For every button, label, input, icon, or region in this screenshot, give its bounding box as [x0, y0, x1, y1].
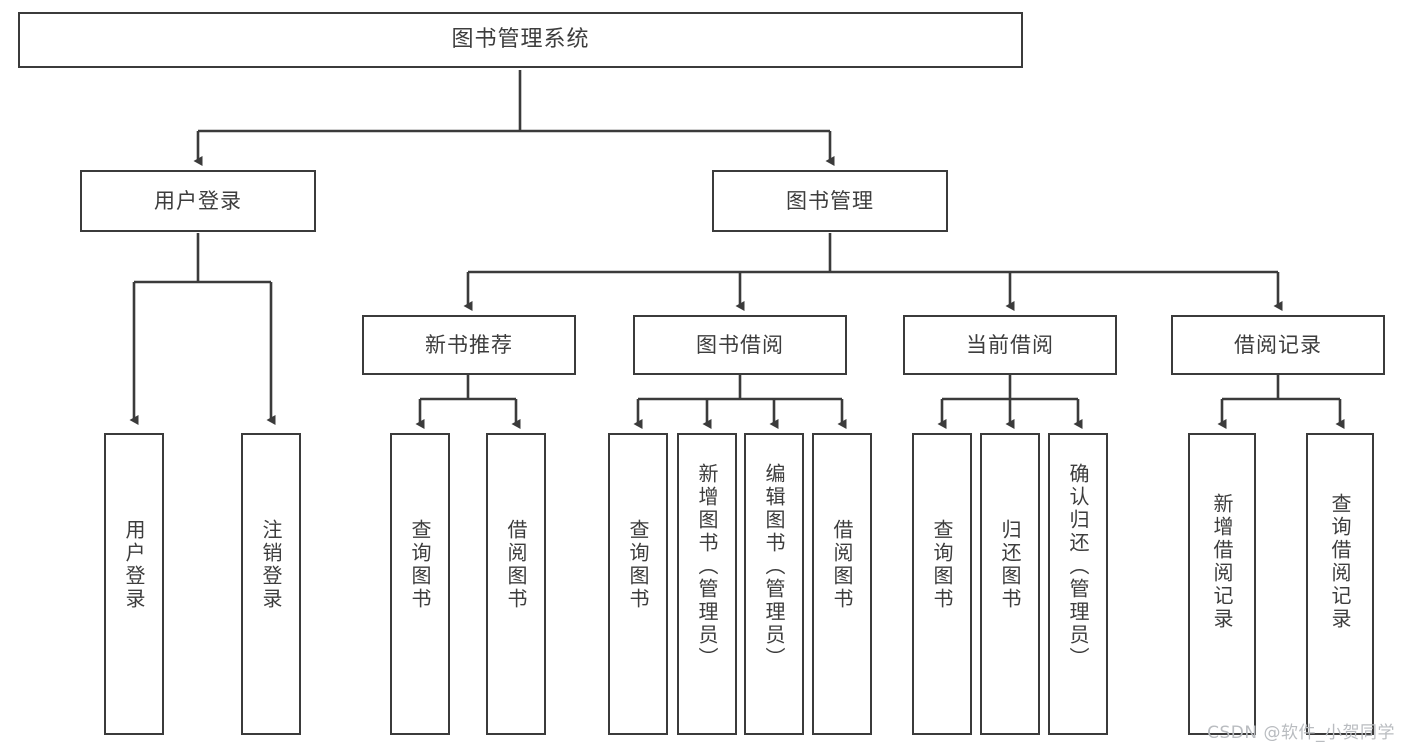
node-label: 新书推荐 — [425, 332, 513, 357]
node-current-borrow[interactable]: 当前借阅 — [903, 315, 1117, 375]
node-leaf-lend-book[interactable]: 借阅图书 — [812, 433, 872, 735]
node-leaf-query-book-borrow[interactable]: 查询图书 — [608, 433, 668, 735]
node-leaf-edit-book-admin[interactable]: 编辑图书（管理员） — [744, 433, 804, 735]
node-leaf-return-book[interactable]: 归还图书 — [980, 433, 1040, 735]
node-label: 借阅记录 — [1234, 332, 1322, 357]
node-label: 用户登录 — [122, 519, 146, 611]
node-borrow-record[interactable]: 借阅记录 — [1171, 315, 1385, 375]
node-leaf-query-book-current[interactable]: 查询图书 — [912, 433, 972, 735]
node-label: 图书借阅 — [696, 332, 784, 357]
node-label: 确认归还（管理员） — [1066, 463, 1090, 670]
node-label: 当前借阅 — [966, 332, 1054, 357]
node-label: 图书管理 — [786, 188, 874, 213]
node-leaf-borrow-book-newbook[interactable]: 借阅图书 — [486, 433, 546, 735]
node-label: 图书管理系统 — [451, 27, 590, 53]
node-label: 查询借阅记录 — [1328, 493, 1352, 631]
node-label: 归还图书 — [998, 519, 1022, 611]
node-user-login[interactable]: 用户登录 — [80, 170, 316, 232]
node-leaf-logout[interactable]: 注销登录 — [241, 433, 301, 735]
node-label: 借阅图书 — [830, 519, 854, 611]
node-label: 查询图书 — [930, 519, 954, 611]
node-leaf-query-borrow-record[interactable]: 查询借阅记录 — [1306, 433, 1374, 735]
node-new-book-recommend[interactable]: 新书推荐 — [362, 315, 576, 375]
node-label: 用户登录 — [154, 188, 242, 213]
node-label: 查询图书 — [626, 519, 650, 611]
node-book-management[interactable]: 图书管理 — [712, 170, 948, 232]
connector-lines — [129, 70, 1345, 429]
node-label: 新增借阅记录 — [1210, 493, 1234, 631]
node-leaf-confirm-return-admin[interactable]: 确认归还（管理员） — [1048, 433, 1108, 735]
node-leaf-user-login[interactable]: 用户登录 — [104, 433, 164, 735]
node-label: 编辑图书（管理员） — [762, 463, 786, 670]
node-leaf-query-book-newbook[interactable]: 查询图书 — [390, 433, 450, 735]
node-label: 查询图书 — [408, 519, 432, 611]
node-leaf-add-book-admin[interactable]: 新增图书（管理员） — [677, 433, 737, 735]
node-label: 新增图书（管理员） — [695, 463, 719, 670]
node-root-system[interactable]: 图书管理系统 — [18, 12, 1023, 68]
node-label: 注销登录 — [259, 519, 283, 611]
node-label: 借阅图书 — [504, 519, 528, 611]
node-book-borrow[interactable]: 图书借阅 — [633, 315, 847, 375]
node-leaf-add-borrow-record[interactable]: 新增借阅记录 — [1188, 433, 1256, 735]
